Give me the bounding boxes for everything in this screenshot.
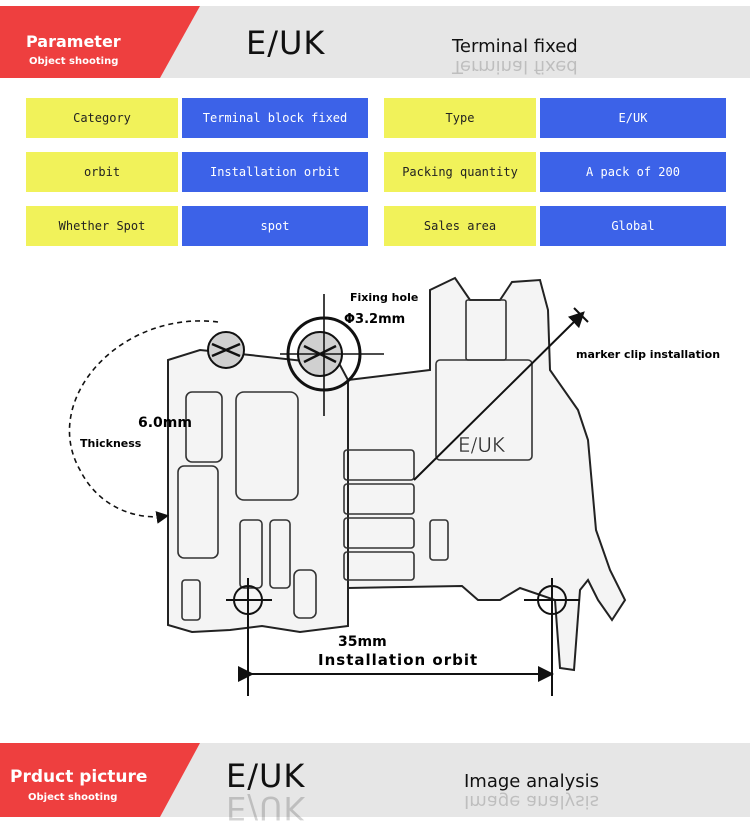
header-banner: Parameter Object shooting E/UK Terminal … xyxy=(0,6,750,78)
screw-left xyxy=(207,331,245,369)
param-label: Category xyxy=(26,98,178,138)
param-label: Sales area xyxy=(384,206,536,246)
fixing-hole-marker xyxy=(280,294,384,416)
thickness-label: Thickness xyxy=(80,437,142,450)
part-marking: E/UK xyxy=(458,433,506,457)
fixing-hole-label: Fixing hole xyxy=(350,291,418,304)
thickness-value: 6.0mm xyxy=(138,415,192,431)
param-label: Whether Spot xyxy=(26,206,178,246)
header-tab-title: Parameter xyxy=(26,32,121,51)
param-value: Terminal block fixed xyxy=(182,98,368,138)
rail-width-label: Installation orbit xyxy=(318,651,478,669)
footer-caption-reflection: Image analysis xyxy=(464,791,599,812)
param-value: Installation orbit xyxy=(182,152,368,192)
footer-banner: Prduct picture Object shooting E/UK E/UK… xyxy=(0,743,750,827)
param-label: orbit xyxy=(26,152,178,192)
footer-caption: Image analysis xyxy=(464,771,599,792)
param-value: Global xyxy=(540,206,726,246)
footer-model: E/UK xyxy=(226,757,306,795)
header-caption-reflection: Terminal fixed xyxy=(452,56,578,77)
terminal-block-illustration xyxy=(167,276,627,672)
marker-clip-arrow xyxy=(413,311,585,481)
param-label: Type xyxy=(384,98,536,138)
rail-width-value: 35mm xyxy=(338,634,387,650)
header-caption: Terminal fixed xyxy=(452,36,578,57)
hole-size-label: Φ3.2mm xyxy=(344,312,405,327)
marker-clip-label: marker clip installation xyxy=(576,348,720,361)
terminal-details xyxy=(177,299,533,621)
header-tab-subtitle: Object shooting xyxy=(29,56,119,67)
header-model: E/UK xyxy=(246,24,326,62)
terminal-diagram: Fixing hole Φ3.2mm marker clip installat… xyxy=(68,276,720,696)
param-value: E/UK xyxy=(540,98,726,138)
param-value: spot xyxy=(182,206,368,246)
footer-tab-title: Prduct picture xyxy=(10,767,148,787)
marker-clip-arrow-cap xyxy=(573,307,589,323)
param-label: Packing quantity xyxy=(384,152,536,192)
footer-model-reflection: E/UK xyxy=(226,789,306,827)
param-value: A pack of 200 xyxy=(540,152,726,192)
footer-tab-subtitle: Object shooting xyxy=(28,792,118,803)
